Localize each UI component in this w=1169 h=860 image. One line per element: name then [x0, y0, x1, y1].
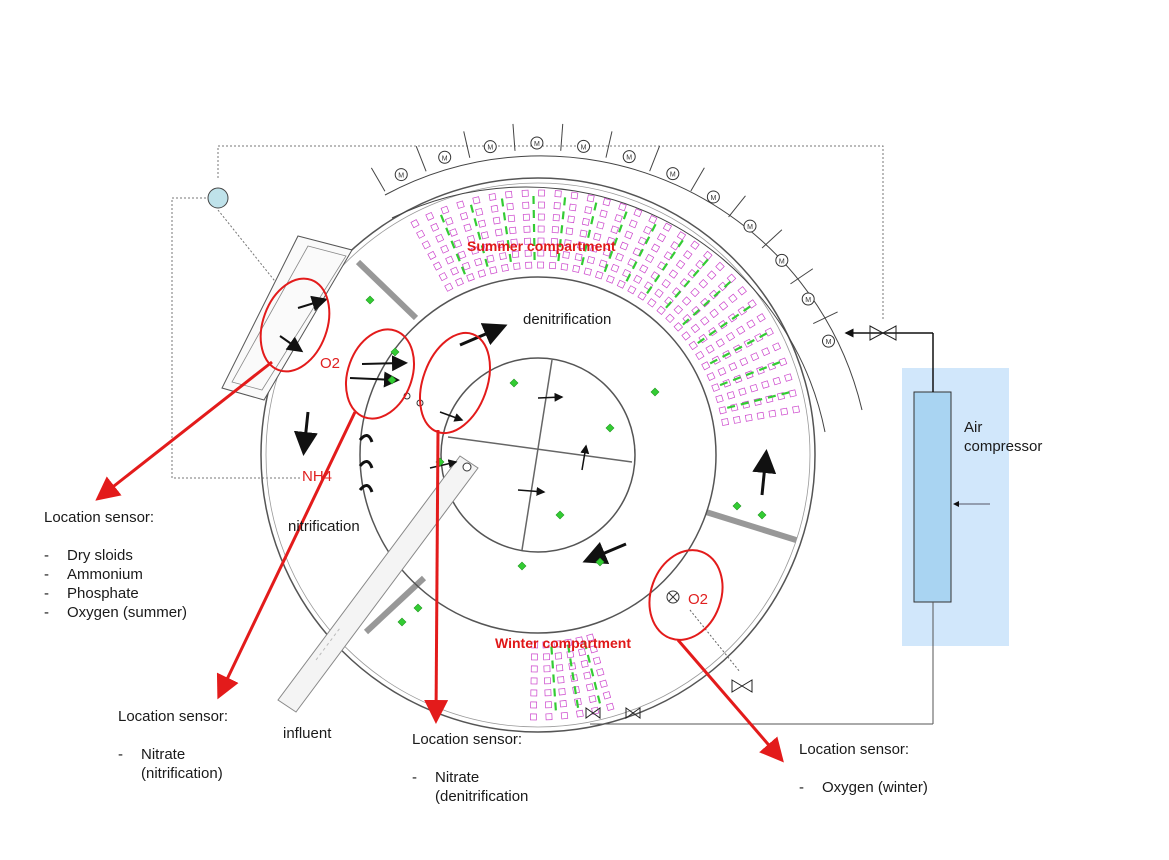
sensor-ellipse-winter	[648, 549, 724, 641]
motor-symbol: M	[534, 141, 540, 148]
list-item: (denitrification	[435, 788, 529, 805]
sensor-ellipse-summer-inlet	[259, 277, 331, 373]
motor-icon	[394, 168, 408, 182]
sensor-callout-2-title: Location sensor:	[118, 708, 229, 725]
motor-symbol: M	[442, 155, 448, 162]
motor-icon	[706, 190, 720, 204]
sensor-callout-4-list: -Oxygen (winter)	[799, 778, 928, 797]
outer-ring	[260, 177, 816, 733]
motor-symbol: M	[670, 172, 676, 179]
sensor-ellipse-denitrification	[419, 331, 491, 435]
motor-icon	[622, 150, 636, 164]
o2-winter-marker: O2	[688, 591, 709, 608]
motor-icon	[821, 334, 835, 348]
motor-icon	[530, 136, 544, 150]
list-item: -Dry sloids	[44, 547, 133, 564]
motor-icon	[483, 140, 497, 154]
list-item: -Phosphate	[44, 585, 139, 602]
list-item: -Oxygen (summer)	[44, 604, 188, 621]
compressor-body	[913, 391, 952, 603]
motor-icon	[666, 167, 680, 181]
list-item: -Nitrate	[118, 746, 186, 763]
motor-symbol: M	[398, 173, 404, 180]
nh4-marker: NH4	[302, 468, 333, 485]
list-item: -Oxygen (winter)	[799, 779, 928, 796]
motor-icon	[577, 139, 591, 153]
sensor-callout-1-title: Location sensor:	[44, 509, 155, 526]
sensor-ellipse-nitrification	[345, 328, 415, 420]
nitrification-label: nitrification	[288, 518, 360, 535]
motor-icon	[775, 253, 789, 267]
winter-compartment-label: Winter compartment	[495, 635, 632, 651]
air-compressor-label-line1: Air	[964, 419, 983, 436]
motor-symbol: M	[487, 145, 493, 152]
motor-icon	[438, 150, 452, 164]
motor-symbol: M	[747, 224, 753, 231]
sensor-callout-3-list: -Nitrate (denitrification	[412, 768, 528, 806]
motor-symbol: M	[779, 258, 785, 265]
air-compressor-label-line2: compressor	[964, 438, 1043, 455]
summer-compartment-label: Summer compartment	[467, 238, 616, 254]
motor-icon	[743, 219, 757, 233]
summer-aerator-grid	[410, 189, 800, 426]
inner-ring	[440, 357, 636, 553]
inlet-channel	[221, 235, 353, 401]
controller-node	[207, 187, 229, 209]
list-item: (nitrification)	[141, 765, 223, 782]
motor-symbol: M	[710, 195, 716, 202]
influent-pipe	[277, 455, 479, 713]
winter-aerator-grid	[530, 633, 615, 721]
sensor-callout-1-list: -Dry sloids -Ammonium -Phosphate -Oxygen…	[44, 546, 187, 622]
sensor-callout-3-title: Location sensor:	[412, 731, 523, 748]
sensor-callout-4-title: Location sensor:	[799, 741, 910, 758]
o2-summer-marker: O2	[320, 355, 341, 372]
diffuser-marks	[365, 295, 767, 627]
motor-symbol: M	[626, 155, 632, 162]
motor-symbol: M	[826, 339, 832, 346]
denitrification-label: denitrification	[523, 311, 612, 328]
list-item: -Nitrate	[412, 769, 480, 786]
motor-symbol: M	[581, 144, 587, 151]
middle-ring	[359, 276, 717, 634]
influent-label: influent	[283, 725, 332, 742]
list-item: -Ammonium	[44, 566, 143, 583]
sensor-callout-2-list: -Nitrate (nitrification)	[118, 745, 223, 783]
motor-units: M M M M M M M M M M M M	[370, 123, 838, 348]
motor-icon	[801, 292, 815, 306]
motor-symbol: M	[805, 297, 811, 304]
